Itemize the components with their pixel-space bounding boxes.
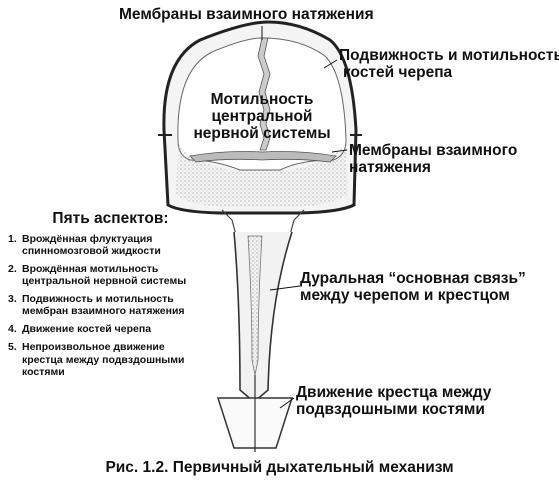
aspect-line: Врождённая флуктуация (22, 233, 153, 245)
aspect-line: Подвижность и мотильность (22, 293, 174, 306)
aspect-line: Непроизвольное движение (22, 341, 165, 354)
aspect-line: центральной нервной системы (22, 275, 187, 288)
aspect-item-5: 5. Непроизвольное движение крестца между… (8, 341, 213, 377)
aspect-number: 2. (8, 263, 17, 276)
five-aspects-list: Пять аспектов: 1. Врождённая флуктуация … (8, 210, 213, 384)
aspect-number: 5. (8, 341, 17, 354)
figure-caption: Рис. 1.2. Первичный дыхательный механизм (105, 459, 454, 476)
label-cns-motility: Мотильность центральной нервной системы (182, 91, 342, 142)
label-cns-line1: Мотильность (210, 91, 314, 108)
label-sacrum-line2: подвздошными костями (296, 401, 485, 419)
aspect-line: костями (22, 365, 65, 378)
aspect-line: Врождённая мотильность (22, 263, 159, 276)
aspect-number: 3. (8, 293, 17, 306)
aspects-items: 1. Врождённая флуктуация спинномозговой … (8, 233, 213, 378)
label-side-membranes: Мембраны взаимного натяжения (349, 142, 517, 176)
aspect-item-3: 3. Подвижность и мотильность мембран вза… (8, 293, 213, 317)
label-skull-mobility-line1: Подвижность и мотильность (339, 47, 559, 64)
label-dural-line2: между черепом и крестцом (300, 287, 510, 305)
aspect-item-2: 2. Врождённая мотильность центральной не… (8, 263, 213, 287)
label-cns-line2: центральной (211, 108, 313, 126)
label-side-membranes-line1: Мембраны взаимного (349, 142, 518, 159)
aspect-line: Движение костей черепа (22, 323, 152, 336)
aspect-number: 4. (8, 323, 17, 336)
aspect-item-4: 4. Движение костей черепа (8, 323, 213, 335)
label-sacrum-motion: Движение крестца между подвздошными кост… (296, 384, 491, 418)
falx-membrane (257, 37, 271, 151)
label-side-membranes-line2: натяжения (349, 159, 431, 177)
label-top-membranes: Мембраны взаимного натяжения (119, 6, 374, 23)
brain-base (176, 145, 348, 207)
pointer-sacrum (279, 397, 295, 409)
label-skull-mobility: Подвижность и мотильность костей черепа (339, 47, 559, 81)
label-skull-mobility-line2: костей черепа (343, 64, 453, 82)
aspect-number: 1. (8, 233, 17, 245)
dural-tube (233, 231, 293, 404)
label-cns-line3: нервной системы (193, 125, 331, 143)
spinal-cord (247, 235, 263, 376)
pointer-dural (269, 285, 301, 291)
five-aspects-title: Пять аспектов: (52, 210, 169, 227)
aspect-line: спинномозговой жидкости (22, 245, 161, 258)
pointer-skull-mobility (323, 59, 338, 69)
pointer-side-membranes (331, 149, 348, 153)
aspect-line: мембран взаимного натяжения (22, 305, 185, 318)
tentorium-membrane (189, 151, 337, 163)
label-sacrum-line1: Движение крестца между (296, 384, 492, 401)
label-dural-line1: Дуральная “основная связь” (300, 270, 526, 287)
label-dural-link: Дуральная “основная связь” между черепом… (300, 270, 526, 304)
aspect-line: крестца между подвздошными (22, 353, 185, 366)
aspect-item-1: 1. Врождённая флуктуация спинномозговой … (8, 233, 213, 257)
